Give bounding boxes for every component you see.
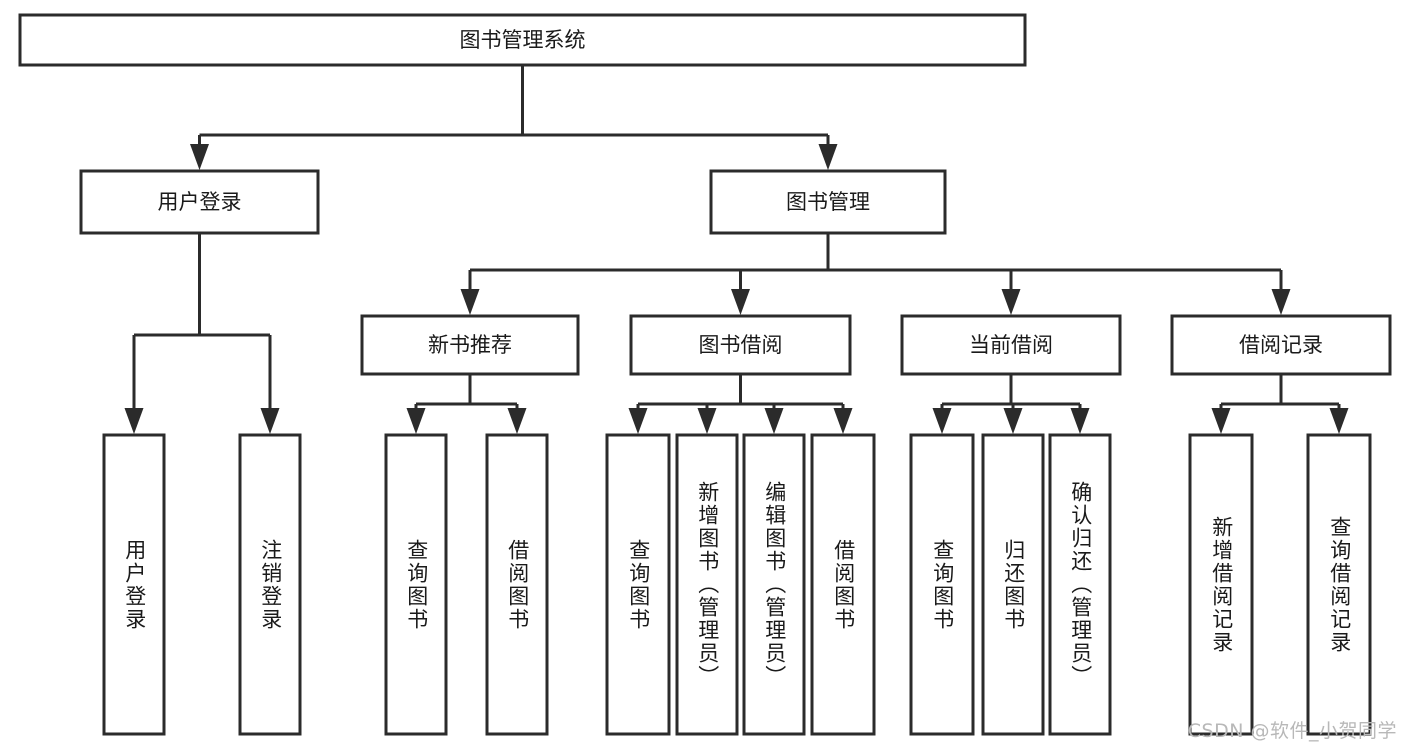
node-box-user-login[interactable] (79, 169, 320, 235)
node-label-book-borrow: 图书借阅 (699, 333, 783, 357)
node-box-leaf-user-login[interactable] (102, 433, 166, 736)
node-box-leaf-bb-borrow[interactable] (810, 433, 876, 736)
node-box-leaf-cb-confirm[interactable] (1048, 433, 1112, 736)
node-label-user-login: 用户登录 (158, 190, 242, 214)
arrow-head-leaf-cb-return (1003, 408, 1023, 434)
arrow-head-leaf-bb-query (628, 408, 648, 434)
arrow-head-new-book-rec (460, 289, 480, 315)
node-box-current-borrow[interactable] (900, 314, 1122, 376)
node-label-borrow-record: 借阅记录 (1239, 333, 1323, 357)
node-box-leaf-cb-query[interactable] (909, 433, 975, 736)
arrow-head-leaf-bb-borrow (833, 408, 853, 434)
node-box-book-borrow[interactable] (629, 314, 852, 376)
node-box-leaf-rec-query[interactable] (384, 433, 448, 736)
node-box-root[interactable] (18, 13, 1027, 67)
arrow-head-leaf-bb-edit (764, 408, 784, 434)
node-box-book-manage[interactable] (709, 169, 947, 235)
arrow-head-leaf-cb-query (932, 408, 952, 434)
node-box-leaf-bb-query[interactable] (605, 433, 671, 736)
node-box-leaf-rec-borrow[interactable] (485, 433, 549, 736)
edges-layer (124, 65, 1349, 434)
node-box-leaf-logout[interactable] (238, 433, 302, 736)
node-label-root: 图书管理系统 (460, 28, 586, 52)
arrow-head-book-borrow (731, 289, 750, 315)
arrow-head-leaf-logout (260, 408, 280, 434)
arrow-head-leaf-user-login (124, 408, 144, 434)
arrow-head-current-borrow (1001, 289, 1021, 315)
node-box-leaf-cb-return[interactable] (981, 433, 1045, 736)
watermark-text: CSDN @软件_小贺同学 (1187, 720, 1397, 742)
arrow-head-user-login (190, 144, 209, 170)
node-box-new-book-rec[interactable] (360, 314, 580, 376)
node-box-leaf-br-query[interactable] (1306, 433, 1372, 736)
arrow-head-borrow-record (1271, 289, 1291, 315)
arrow-head-book-manage (818, 144, 838, 170)
node-box-borrow-record[interactable] (1170, 314, 1392, 376)
arrow-head-leaf-bb-add (697, 408, 717, 434)
arrow-head-leaf-rec-query (406, 408, 426, 434)
node-box-leaf-bb-add[interactable] (675, 433, 739, 736)
node-label-book-manage: 图书管理 (786, 190, 870, 214)
arrow-head-leaf-br-query (1329, 408, 1349, 434)
boxes-layer (18, 13, 1392, 736)
node-box-leaf-bb-edit[interactable] (742, 433, 806, 736)
arrow-head-leaf-cb-confirm (1070, 408, 1090, 434)
node-box-leaf-br-add[interactable] (1188, 433, 1254, 736)
arrow-head-leaf-br-add (1211, 408, 1231, 434)
arrow-head-leaf-rec-borrow (507, 408, 527, 434)
node-label-new-book-rec: 新书推荐 (428, 333, 512, 357)
node-label-current-borrow: 当前借阅 (969, 333, 1053, 357)
